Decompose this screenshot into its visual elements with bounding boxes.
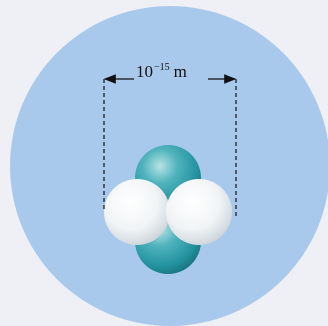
nucleon-right-white (166, 179, 232, 245)
nucleus-size-label: 10−15 m (136, 63, 187, 80)
size-base: 10 (136, 62, 153, 81)
size-exponent: −15 (154, 62, 170, 73)
nucleon-left-white (104, 179, 170, 245)
size-unit: m (174, 62, 187, 81)
